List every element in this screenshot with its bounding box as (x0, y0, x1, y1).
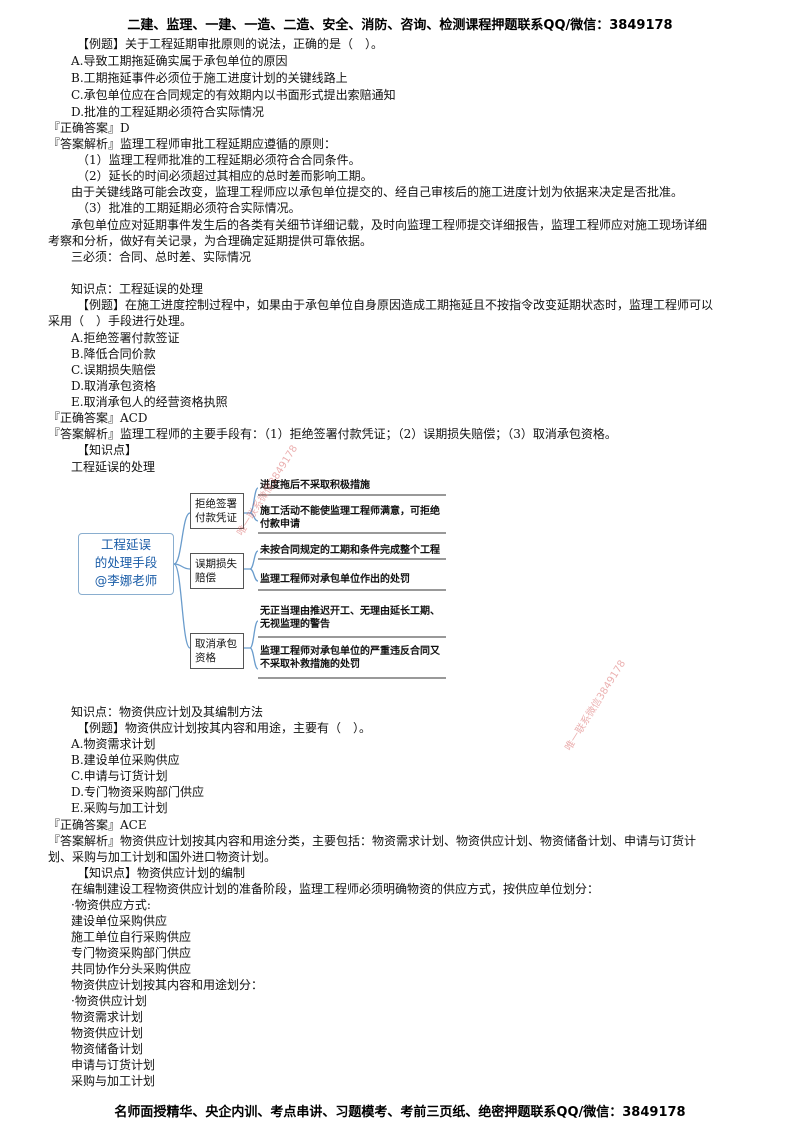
leaf-text: 进度拖后不采取积极措施 (260, 480, 370, 491)
analysis-point: 考察和分析，做好有关记录，为合理确定延期提供可靠依据。 (48, 234, 373, 248)
branch-label: 误期损失 (195, 558, 237, 570)
leaf-text: 施工活动不能使监理工程师满意，可拒绝 (260, 506, 440, 517)
answer-analysis: 『答案解析』监理工程师的主要手段有：（1）拒绝签署付款凭证；（2）误期损失赔偿；… (48, 427, 617, 441)
branch-label: 取消承包 (195, 638, 237, 650)
option-a: A.拒绝签署付款签证 (71, 331, 180, 345)
text-line: 专门物资采购部门供应 (71, 946, 192, 960)
text-line: 建设单位采购供应 (71, 914, 168, 928)
option-a: A.导致工期拖延确实属于承包单位的原因 (71, 54, 288, 68)
option-d: D.专门物资采购部门供应 (71, 785, 205, 799)
knowledge-title: 工程延误的处理 (71, 460, 156, 474)
option-b: B.建设单位采购供应 (71, 753, 180, 767)
watermark: 唯一联系微信3849178 (563, 658, 629, 753)
branch-label: 赔偿 (195, 572, 216, 584)
correct-answer: 『正确答案』ACE (48, 818, 147, 832)
question-stem: 【例题】在施工进度控制过程中，如果由于承包单位自身原因造成工期拖延且不按指令改变… (77, 298, 714, 312)
answer-analysis-cont: 划、采购与加工计划和国外进口物资计划。 (48, 850, 277, 864)
leaf-text: 监理工程师对承包单位作出的处罚 (260, 574, 410, 585)
answer-analysis: 『答案解析』监理工程师审批工程延期应遵循的原则： (48, 137, 337, 151)
branch-node: 取消承包 资格 (190, 633, 244, 669)
question-stem: 【例题】物资供应计划按其内容和用途，主要有（ ）。 (77, 721, 372, 735)
knowledge-tag: 【知识点】物资供应计划的编制 (77, 866, 246, 880)
answer-analysis: 『答案解析』物资供应计划按其内容和用途分类，主要包括：物资需求计划、物资供应计划… (48, 834, 697, 848)
knowledge-point: 知识点：工程延误的处理 (71, 282, 204, 296)
option-e: E.取消承包人的经营资格执照 (71, 395, 228, 409)
question-stem: 【例题】关于工程延期审批原则的说法，正确的是（ ）。 (77, 37, 384, 51)
leaf-text: 无视监理的警告 (260, 619, 330, 630)
text-line: 共同协作分头采购供应 (71, 962, 192, 976)
leaf-node: 监理工程师对承包单位作出的处罚 (260, 573, 410, 586)
analysis-point: （1）监理工程师批准的工程延期必须符合合同条件。 (77, 153, 361, 167)
analysis-point: （2）延长的时间必须超过其相应的总时差而影响工期。 (77, 169, 373, 183)
leaf-text: 未按合同规定的工期和条件完成整个工程 (260, 545, 440, 556)
text-line: 在编制建设工程物资供应计划的准备阶段，监理工程师必须明确物资的供应方式，按供应单… (71, 882, 600, 896)
option-c: C.申请与订货计划 (71, 769, 168, 783)
text-line: ·物资供应方式: (71, 898, 151, 912)
root-line: @李娜老师 (94, 573, 158, 588)
branch-node: 误期损失 赔偿 (190, 553, 244, 589)
text-line: 采购与加工计划 (71, 1074, 156, 1088)
analysis-point: 由于关键线路可能会改变，监理工程师应以承包单位提交的、经自己审核后的施工进度计划… (71, 185, 684, 199)
leaf-text: 监理工程师对承包单位的严重违反合同又 (260, 646, 440, 657)
text-line: 物资供应计划 (71, 1026, 144, 1040)
text-line: 物资供应计划按其内容和用途划分： (71, 978, 264, 992)
branch-label: 付款凭证 (195, 512, 237, 524)
leaf-text: 付款申请 (260, 519, 300, 530)
leaf-node: 监理工程师对承包单位的严重违反合同又 不采取补救措施的处罚 (260, 645, 440, 671)
question-stem-cont: 采用（ ）手段进行处理。 (48, 314, 193, 328)
correct-answer: 『正确答案』ACD (48, 411, 148, 425)
leaf-node: 未按合同规定的工期和条件完成整个工程 (260, 544, 440, 557)
option-b: B.工期拖延事件必须位于施工进度计划的关键线路上 (71, 71, 348, 85)
option-d: D.批准的工程延期必须符合实际情况 (71, 105, 265, 119)
page-footer: 名师面授精华、央企内训、考点串讲、习题模考、考前三页纸、绝密押题联系QQ/微信：… (114, 1105, 686, 1120)
mind-map-connectors (173, 487, 446, 679)
root-line: 工程延误 (100, 537, 151, 552)
branch-label: 资格 (195, 652, 216, 664)
leaf-node: 施工活动不能使监理工程师满意，可拒绝 付款申请 (260, 505, 440, 531)
text-line: 申请与订货计划 (71, 1058, 156, 1072)
branch-node: 拒绝签署 付款凭证 (190, 493, 244, 529)
leaf-node: 无正当理由推迟开工、无理由延长工期、 无视监理的警告 (260, 605, 440, 631)
text-line: 物资储备计划 (71, 1042, 144, 1056)
text-line: ·物资供应计划 (71, 994, 147, 1008)
analysis-summary: 三必须：合同、总时差、实际情况 (71, 250, 252, 264)
knowledge-tag: 【知识点】 (77, 443, 138, 457)
option-b: B.降低合同价款 (71, 347, 156, 361)
knowledge-point: 知识点：物资供应计划及其编制方法 (71, 705, 264, 719)
option-d: D.取消承包资格 (71, 379, 157, 393)
mind-map-root: 工程延误 的处理手段 @李娜老师 (78, 533, 174, 595)
page-header: 二建、监理、一建、一造、二造、安全、消防、咨询、检测课程押题联系QQ/微信：38… (127, 18, 673, 33)
mind-map: 工程延误 的处理手段 @李娜老师 拒绝签署 付款凭证 误期损失 赔偿 取消承包 … (74, 473, 454, 683)
correct-answer: 『正确答案』D (48, 121, 130, 135)
leaf-text: 无正当理由推迟开工、无理由延长工期、 (260, 606, 440, 617)
leaf-text: 不采取补救措施的处罚 (260, 659, 360, 670)
option-c: C.误期损失赔偿 (71, 363, 156, 377)
text-line: 施工单位自行采购供应 (71, 930, 192, 944)
option-c: C.承包单位应在合同规定的有效期内以书面形式提出索赔通知 (71, 88, 396, 102)
leaf-node: 进度拖后不采取积极措施 (260, 479, 370, 492)
branch-label: 拒绝签署 (195, 498, 237, 510)
option-e: E.采购与加工计划 (71, 801, 168, 815)
option-a: A.物资需求计划 (71, 737, 156, 751)
root-line: 的处理手段 (94, 555, 158, 570)
text-line: 物资需求计划 (71, 1010, 144, 1024)
analysis-point: 承包单位应对延期事件发生后的各类有关细节详细记载，及时向监理工程师提交详细报告，… (71, 218, 708, 232)
analysis-point: （3）批准的工期延期必须符合实际情况。 (77, 201, 301, 215)
